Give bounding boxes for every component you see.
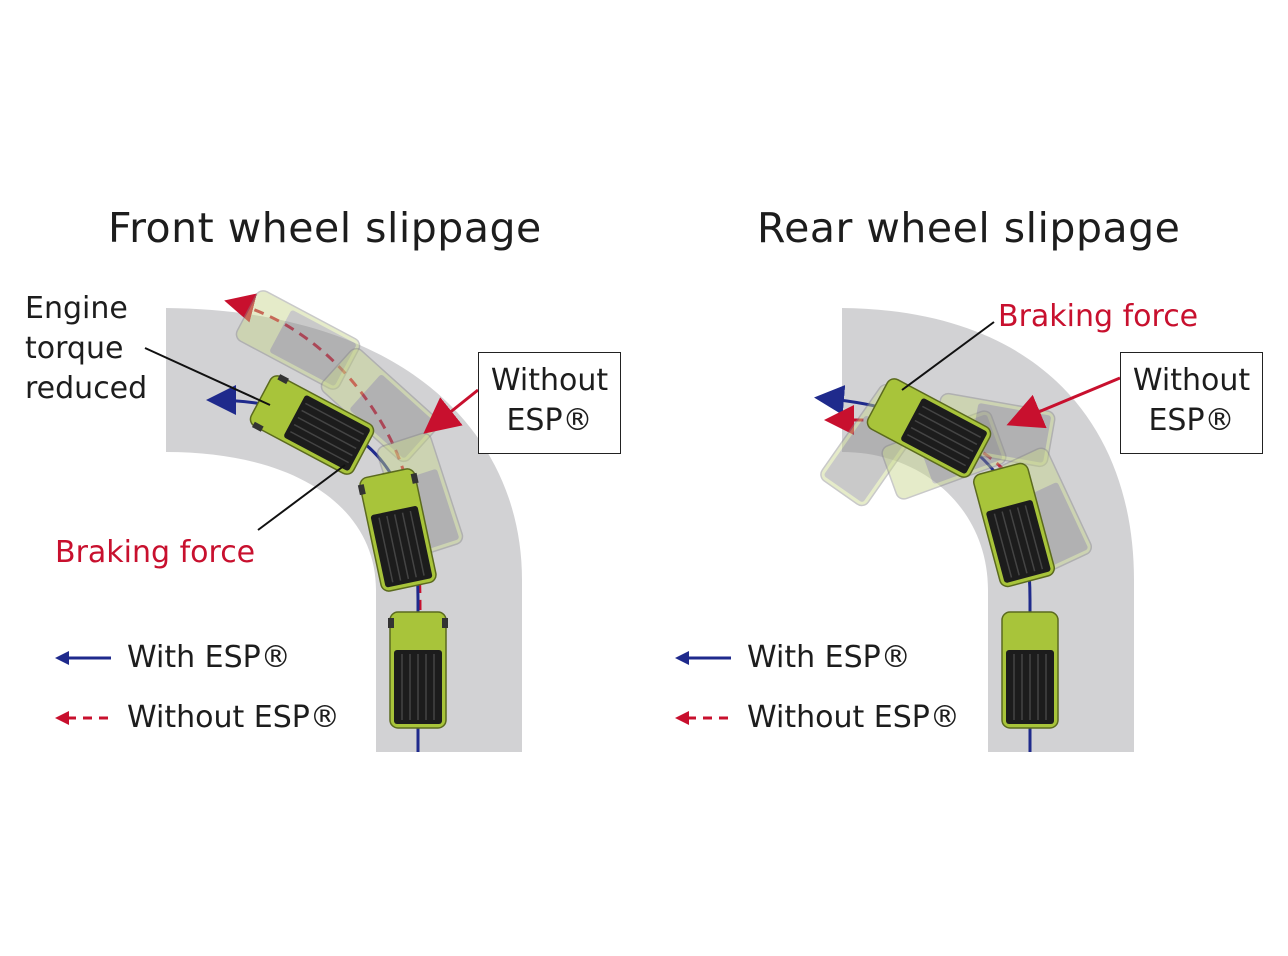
without-box-pointer (1006, 376, 1121, 429)
legend-without-label: Without ESP® (747, 700, 960, 735)
blue-arrow-icon (55, 650, 111, 665)
rear-wheel-panel: Rear wheel slippage Braking force Withou… (644, 0, 1288, 956)
legend-with-esp: With ESP® (675, 640, 911, 675)
legend-without-esp: Without ESP® (55, 700, 340, 735)
braking-pointer-line (901, 321, 995, 391)
front-wheel-panel: Front wheel slippage Engine torque reduc… (25, 204, 621, 752)
red-dashed-arrow-icon (675, 710, 731, 725)
engine-torque-label: Engine torque reduced (25, 291, 148, 406)
braking-force-label: Braking force (998, 299, 1199, 334)
legend-without-esp: Without ESP® (675, 700, 960, 735)
panel-title: Front wheel slippage (108, 204, 542, 252)
car-icon (1001, 611, 1059, 729)
engine-pointer-line (144, 347, 271, 406)
blue-arrow-icon (675, 650, 731, 665)
braking-pointer-line (257, 464, 346, 531)
without-esp-box: Without ESP® (478, 352, 621, 454)
legend-without-label: Without ESP® (127, 700, 340, 735)
panel-title: Rear wheel slippage (757, 204, 1181, 252)
braking-force-label: Braking force (55, 535, 256, 570)
car-icon (387, 611, 449, 729)
without-esp-box: Without ESP® (1120, 352, 1263, 454)
front-wheel-diagram (144, 287, 522, 752)
legend-with-esp: With ESP® (55, 640, 291, 675)
without-box-pointer (423, 388, 479, 434)
legend-with-label: With ESP® (747, 640, 911, 675)
red-dashed-arrow-icon (55, 710, 111, 725)
rear-wheel-diagram (814, 308, 1134, 752)
legend-with-label: With ESP® (127, 640, 291, 675)
